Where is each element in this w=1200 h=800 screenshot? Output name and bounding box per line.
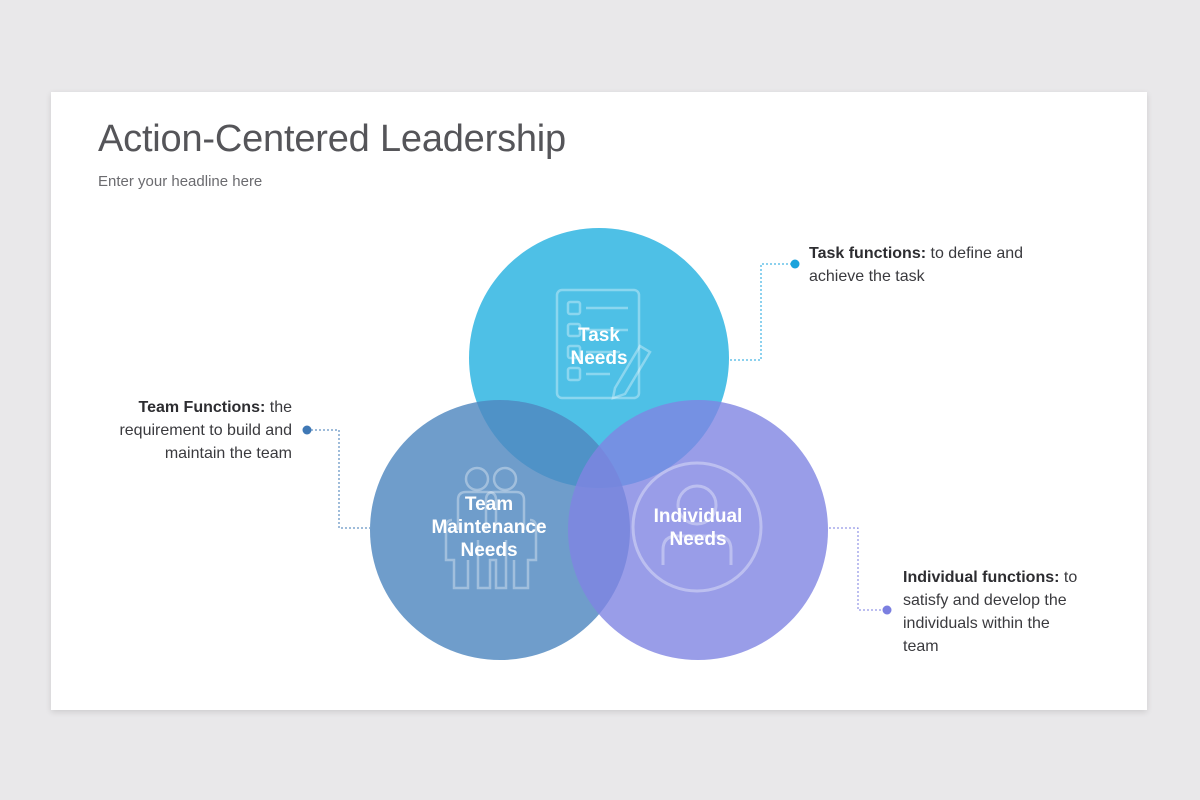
team-functions-text: the requirement to build and maintain th… xyxy=(119,399,292,462)
team-needs-label: Team Maintenance Needs xyxy=(418,493,560,562)
individual-connector xyxy=(829,527,887,611)
team-functions-heading: Team Functions: xyxy=(138,399,266,416)
individual-needs-label: Individual Needs xyxy=(636,505,760,551)
task-needs-label: Task Needs xyxy=(539,324,659,370)
individual-functions-text: to satisfy and develop the individuals w… xyxy=(903,569,1078,655)
team-functions-callout: Team Functions: the requirement to build… xyxy=(96,396,292,465)
task-needs-label-line1: Task xyxy=(578,325,620,346)
individual-connector-dot xyxy=(882,605,892,615)
team-needs-label-line2: Maintenance xyxy=(431,517,547,538)
task-needs-label-line2: Needs xyxy=(570,348,628,369)
slide-title: Action-Centered Leadership xyxy=(98,118,566,160)
individual-needs-label-line1: Individual xyxy=(653,506,743,527)
team-needs-label-line1: Team xyxy=(464,494,514,515)
individual-needs-label-line2: Needs xyxy=(669,529,727,550)
task-functions-callout: Task functions: to define and achieve th… xyxy=(809,242,1029,288)
individual-needs-circle xyxy=(568,400,828,660)
checklist-pencil-icon xyxy=(555,288,652,400)
people-group-icon xyxy=(444,466,538,590)
task-connector xyxy=(730,263,795,361)
task-functions-heading: Task functions: xyxy=(809,245,927,262)
team-connector-dot xyxy=(302,425,312,435)
person-avatar-icon xyxy=(631,461,763,593)
individual-functions-callout: Individual functions: to satisfy and dev… xyxy=(903,566,1088,658)
individual-functions-heading: Individual functions: xyxy=(903,569,1060,586)
task-connector-dot xyxy=(790,259,800,269)
team-needs-circle xyxy=(370,400,630,660)
team-connector xyxy=(307,429,370,529)
slide-subtitle: Enter your headline here xyxy=(98,173,263,190)
task-functions-text: to define and achieve the task xyxy=(809,245,1024,285)
team-needs-label-line3: Needs xyxy=(460,540,518,561)
